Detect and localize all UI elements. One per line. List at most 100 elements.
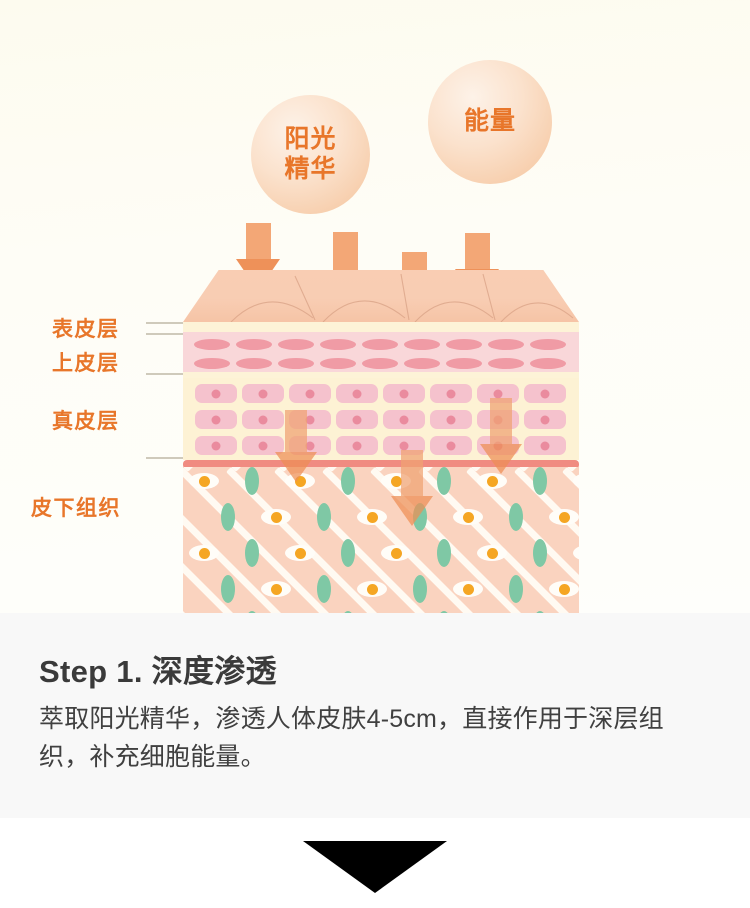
dermis-cell — [524, 384, 566, 403]
dermis-cell-nucleus — [305, 415, 315, 424]
fat-cell — [285, 545, 315, 561]
dermis-cell-nucleus — [258, 415, 268, 424]
collagen-node — [341, 539, 355, 567]
dermis-cell-nucleus — [305, 389, 315, 398]
collagen-node — [221, 503, 235, 531]
dermis-cell — [195, 384, 237, 403]
epidermis-cell — [404, 339, 440, 350]
collagen-node — [341, 611, 355, 613]
epidermis-cell — [446, 339, 482, 350]
fat-cell — [261, 509, 291, 525]
fat-cell — [189, 545, 219, 561]
step-title: Step 1. 深度渗透 — [39, 654, 277, 689]
fat-cell — [477, 473, 507, 489]
dermis-cell — [195, 436, 237, 455]
bubble-sunlight-line-2: 精华 — [284, 154, 337, 183]
dermis-cell — [524, 436, 566, 455]
dermis-cell-nucleus — [446, 441, 456, 450]
fat-cell — [189, 473, 219, 489]
skin-surface-top — [183, 270, 579, 322]
epidermis-cell — [488, 339, 524, 350]
dermis-cell-nucleus — [540, 415, 550, 424]
fat-cell — [573, 545, 579, 561]
collagen-node — [509, 503, 523, 531]
dermis-cell-nucleus — [352, 441, 362, 450]
collagen-node — [533, 467, 547, 495]
collagen-node — [245, 611, 259, 613]
epidermis-cell — [404, 358, 440, 369]
skin-surface-shape — [183, 270, 579, 322]
layer-subcutaneous — [183, 467, 579, 613]
tick-epidermis-2 — [146, 333, 184, 335]
dermis-cell-nucleus — [540, 441, 550, 450]
dermis-cell-nucleus — [211, 415, 221, 424]
collagen-node — [341, 467, 355, 495]
fat-cell — [549, 509, 579, 525]
epidermis-cell — [446, 358, 482, 369]
collagen-node — [437, 467, 451, 495]
dermis-cell-nucleus — [258, 389, 268, 398]
fat-cell — [381, 545, 411, 561]
dermis-cell-nucleus — [493, 389, 503, 398]
layer-cream-divider — [183, 372, 579, 378]
layer-label-epidermis: 表皮层 — [52, 318, 120, 341]
dermis-cell-nucleus — [352, 415, 362, 424]
bubble-energy: 能量 — [428, 60, 552, 184]
dermis-cell — [289, 384, 331, 403]
bubble-sunlight-line-1: 阳光 — [284, 125, 337, 153]
epidermis-cell — [530, 339, 566, 350]
dermis-cell-nucleus — [399, 415, 409, 424]
fat-cell — [261, 581, 291, 597]
dermis-cell — [524, 410, 566, 429]
fat-cell — [357, 581, 387, 597]
triangle-down-icon — [303, 841, 447, 893]
tick-subcutaneous — [146, 457, 184, 459]
bubble-energy-line-1: 能量 — [463, 107, 516, 136]
collagen-node — [221, 575, 235, 603]
fat-cell — [549, 581, 579, 597]
layer-label-dermis: 真皮层 — [52, 410, 120, 433]
collagen-node — [317, 575, 331, 603]
collagen-node — [437, 539, 451, 567]
dermis-cell — [383, 410, 425, 429]
skin-texture-lines — [230, 273, 574, 322]
layer-label-upper-epidermis: 上皮层 — [52, 352, 120, 375]
dermis-cell — [242, 436, 284, 455]
dermis-cell — [195, 410, 237, 429]
epidermis-cell — [362, 358, 398, 369]
epidermis-cell — [488, 358, 524, 369]
dermis-cell — [383, 384, 425, 403]
epidermis-cell — [236, 339, 272, 350]
fat-cell — [573, 473, 579, 489]
dermis-cell-nucleus — [399, 389, 409, 398]
dermis-cell — [336, 436, 378, 455]
fat-cell — [477, 545, 507, 561]
dermis-cell — [242, 410, 284, 429]
collagen-node — [533, 611, 547, 613]
epidermis-cell — [194, 339, 230, 350]
dermis-cell — [242, 384, 284, 403]
layer-label-subcutaneous: 皮下组织 — [31, 497, 121, 520]
epidermis-cell — [194, 358, 230, 369]
collagen-node — [317, 503, 331, 531]
step-description-panel: Step 1. 深度渗透 萃取阳光精华，渗透人体皮肤4-5cm，直接作用于深层组… — [0, 613, 750, 818]
skin-cross-section — [183, 270, 579, 613]
dermis-cell-nucleus — [258, 441, 268, 450]
dermis-cell-nucleus — [305, 441, 315, 450]
dermis-cell-nucleus — [446, 389, 456, 398]
footer-area — [0, 818, 750, 908]
skin-penetration-illustration: 阳光 精华 能量 表皮层 上皮层 真皮层 皮下组织 — [0, 0, 750, 613]
tick-dermis — [146, 373, 184, 375]
epidermis-cell — [278, 358, 314, 369]
collagen-node — [533, 539, 547, 567]
dermis-cell-nucleus — [352, 389, 362, 398]
dermis-cell-nucleus — [211, 441, 221, 450]
fat-cell — [357, 509, 387, 525]
dermis-subcutaneous-boundary — [183, 460, 579, 469]
dermis-cell — [336, 410, 378, 429]
epidermis-cell — [530, 358, 566, 369]
layer-epidermis — [183, 332, 579, 372]
collagen-node — [413, 575, 427, 603]
collagen-node — [509, 575, 523, 603]
